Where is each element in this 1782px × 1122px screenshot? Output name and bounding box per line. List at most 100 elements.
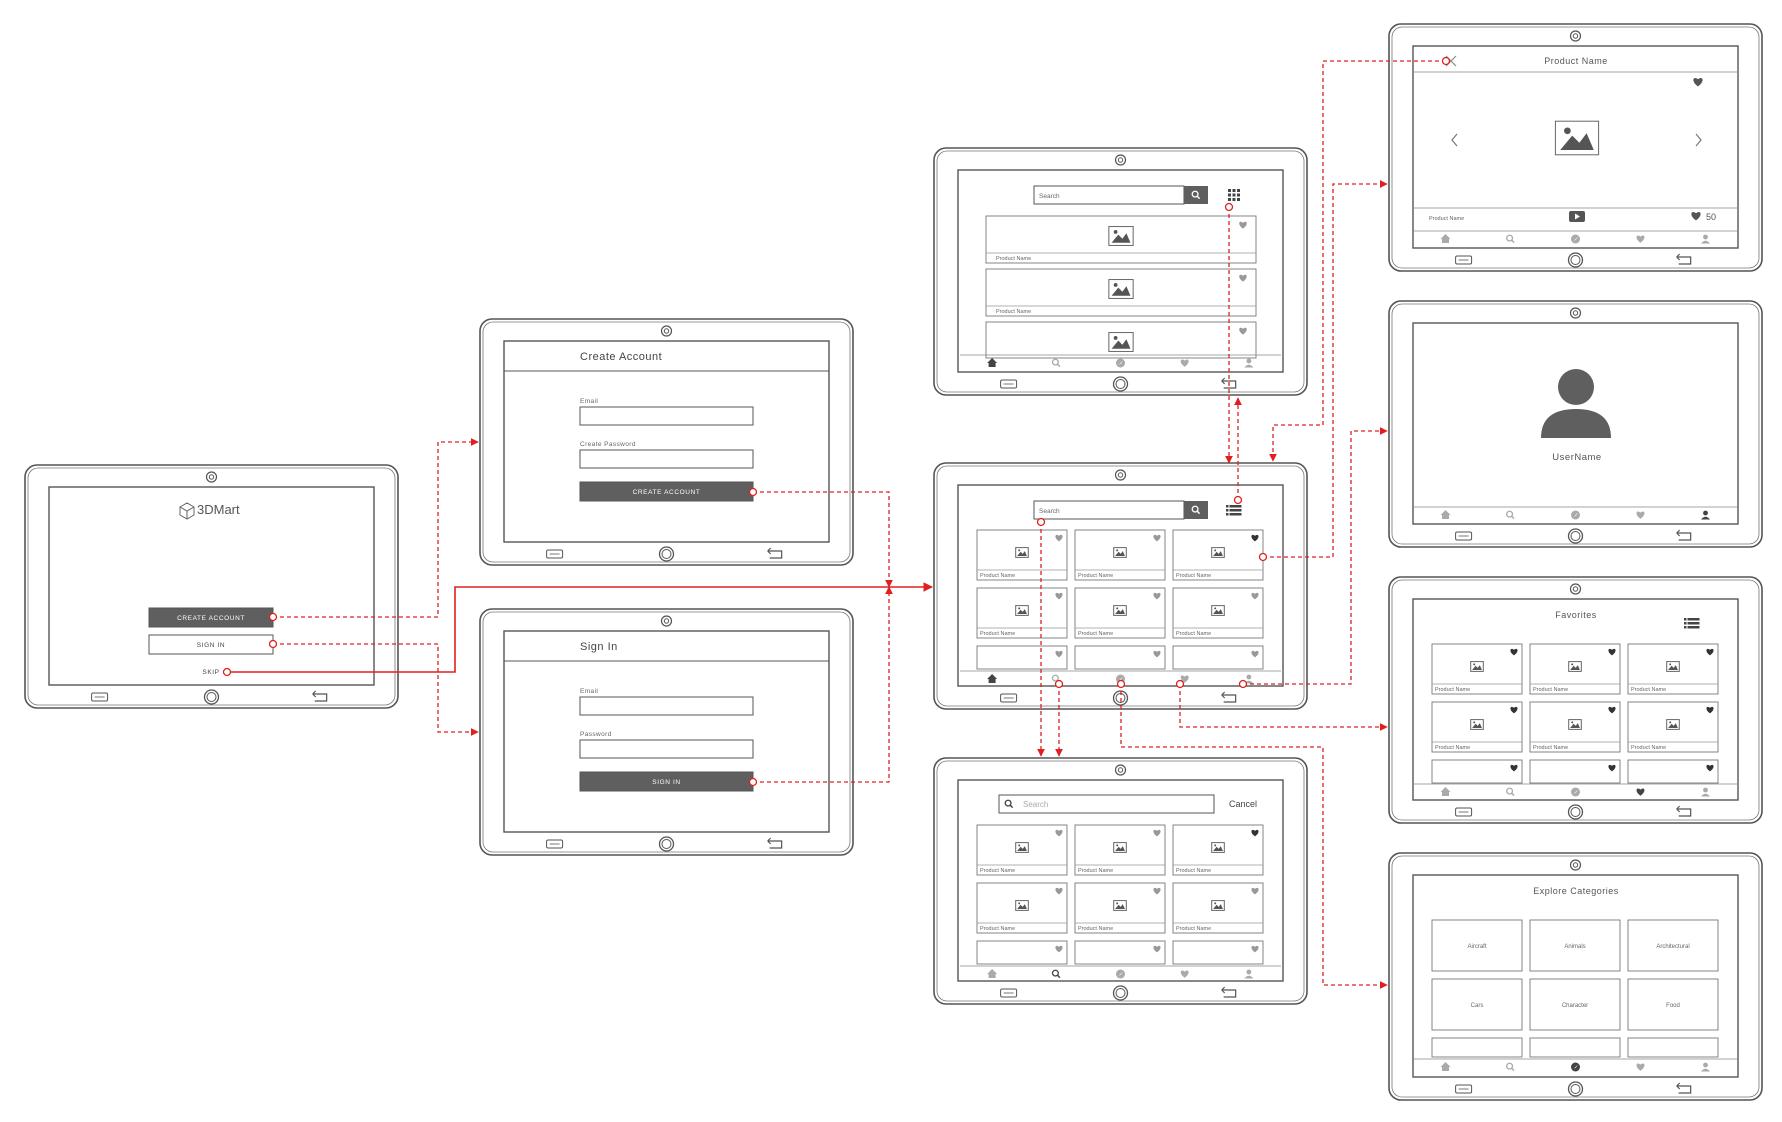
tab-home-icon[interactable] — [1440, 787, 1451, 796]
product-card[interactable]: Product Name — [1529, 643, 1621, 695]
list-view-icon[interactable] — [1684, 618, 1700, 629]
submit-create-account-button[interactable]: CREATE ACCOUNT — [579, 481, 754, 502]
tab-explore-icon[interactable] — [1116, 969, 1125, 979]
back-icon[interactable] — [1676, 529, 1692, 541]
product-card[interactable]: Product Name — [1172, 882, 1264, 934]
favorite-icon[interactable] — [1510, 648, 1518, 656]
product-card[interactable]: Product Name — [1529, 701, 1621, 753]
category-tile[interactable]: Cars — [1431, 978, 1523, 1031]
tab-favorites-icon[interactable] — [1636, 511, 1645, 519]
favorite-icon[interactable] — [1055, 829, 1063, 837]
favorite-icon[interactable] — [1251, 534, 1259, 542]
favorite-icon[interactable] — [1239, 327, 1247, 335]
favorite-icon[interactable] — [1608, 648, 1616, 656]
back-icon[interactable] — [1676, 1082, 1692, 1094]
submit-sign-in-button[interactable]: SIGN IN — [579, 771, 754, 792]
password-field[interactable] — [579, 449, 754, 469]
list-item[interactable]: Product Name — [985, 268, 1257, 317]
tab-home-icon[interactable] — [1440, 510, 1451, 519]
home-button-icon[interactable] — [1567, 252, 1584, 268]
grid-view-icon[interactable] — [1228, 189, 1240, 201]
product-card[interactable] — [1074, 940, 1166, 965]
category-tile[interactable]: Aircraft — [1431, 919, 1523, 972]
tab-explore-icon[interactable] — [1116, 358, 1125, 368]
favorite-icon[interactable] — [1693, 77, 1703, 87]
favorite-icon[interactable] — [1706, 648, 1714, 656]
favorite-icon[interactable] — [1251, 945, 1259, 953]
category-tile[interactable] — [1529, 1037, 1621, 1058]
create-account-button[interactable]: CREATE ACCOUNT — [148, 607, 274, 628]
back-icon[interactable] — [767, 837, 783, 849]
previous-chevron-icon[interactable] — [1451, 133, 1458, 147]
home-button-icon[interactable] — [1567, 1081, 1584, 1097]
product-card[interactable] — [1074, 645, 1166, 670]
product-card[interactable] — [976, 940, 1068, 965]
home-button-icon[interactable] — [1567, 804, 1584, 820]
product-card[interactable]: Product Name — [1172, 587, 1264, 639]
product-card[interactable] — [1172, 940, 1264, 965]
favorite-icon[interactable] — [1251, 650, 1259, 658]
search-input[interactable] — [998, 794, 1215, 814]
email-field[interactable] — [579, 696, 754, 716]
favorite-icon[interactable] — [1608, 706, 1616, 714]
back-icon[interactable] — [1676, 805, 1692, 817]
tab-search-icon[interactable] — [1506, 234, 1515, 244]
email-field[interactable] — [579, 406, 754, 426]
tab-favorites-icon[interactable] — [1180, 359, 1189, 367]
favorite-icon[interactable] — [1706, 706, 1714, 714]
keyboard-icon[interactable] — [546, 549, 564, 559]
sign-in-button[interactable]: SIGN IN — [148, 634, 274, 655]
category-tile[interactable]: Food — [1627, 978, 1719, 1031]
product-card[interactable] — [1431, 759, 1523, 784]
keyboard-icon[interactable] — [546, 839, 564, 849]
product-card[interactable]: Product Name — [1074, 882, 1166, 934]
tab-profile-icon[interactable] — [1701, 234, 1710, 244]
product-card[interactable]: Product Name — [1074, 529, 1166, 581]
favorite-icon[interactable] — [1251, 887, 1259, 895]
tab-home-icon[interactable] — [987, 969, 998, 978]
product-card[interactable]: Product Name — [1431, 701, 1523, 753]
favorite-icon[interactable] — [1251, 592, 1259, 600]
product-card[interactable] — [1529, 759, 1621, 784]
product-card[interactable]: Product Name — [976, 882, 1068, 934]
tab-explore-icon[interactable] — [1571, 787, 1580, 797]
password-field[interactable] — [579, 739, 754, 759]
keyboard-icon[interactable] — [1000, 379, 1018, 389]
tab-explore-icon[interactable] — [1571, 1062, 1580, 1072]
back-icon[interactable] — [767, 547, 783, 559]
tab-search-icon[interactable] — [1051, 969, 1061, 979]
favorite-icon[interactable] — [1153, 650, 1161, 658]
next-chevron-icon[interactable] — [1695, 133, 1702, 147]
tab-search-icon[interactable] — [1506, 787, 1515, 797]
product-card[interactable]: Product Name — [976, 587, 1068, 639]
tab-explore-icon[interactable] — [1571, 234, 1580, 244]
search-button[interactable] — [1184, 501, 1208, 519]
keyboard-icon[interactable] — [1455, 1084, 1473, 1094]
favorite-icon[interactable] — [1510, 764, 1518, 772]
favorite-icon[interactable] — [1153, 829, 1161, 837]
skip-link[interactable]: SKIP — [202, 669, 219, 676]
tab-home-icon[interactable] — [1440, 1062, 1451, 1071]
product-card[interactable]: Product Name — [1627, 643, 1719, 695]
favorite-icon[interactable] — [1251, 829, 1259, 837]
favorite-icon[interactable] — [1055, 650, 1063, 658]
home-button-icon[interactable] — [1112, 376, 1129, 392]
product-card[interactable]: Product Name — [1172, 529, 1264, 581]
category-tile[interactable]: Character — [1529, 978, 1621, 1031]
back-icon[interactable] — [312, 690, 328, 702]
back-icon[interactable] — [1221, 377, 1237, 389]
search-icon[interactable] — [1191, 505, 1201, 515]
play-video-icon[interactable] — [1569, 211, 1585, 222]
tab-profile-icon[interactable] — [1701, 510, 1710, 520]
keyboard-icon[interactable] — [1000, 988, 1018, 998]
favorite-icon[interactable] — [1055, 887, 1063, 895]
favorite-icon[interactable] — [1608, 764, 1616, 772]
search-icon[interactable] — [1191, 190, 1201, 200]
product-card[interactable]: Product Name — [1172, 824, 1264, 876]
tab-profile-icon[interactable] — [1701, 787, 1710, 797]
tab-profile-icon[interactable] — [1244, 969, 1254, 979]
favorite-icon[interactable] — [1055, 945, 1063, 953]
keyboard-icon[interactable] — [1000, 693, 1018, 703]
tab-explore-icon[interactable] — [1571, 510, 1580, 520]
tab-profile-icon[interactable] — [1244, 358, 1254, 368]
